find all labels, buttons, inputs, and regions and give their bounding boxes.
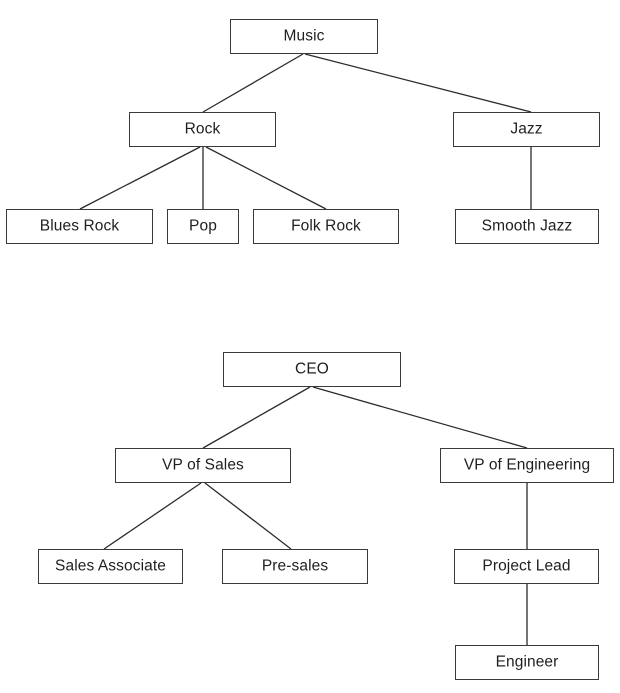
node-vp-sales[interactable]: VP of Sales — [115, 448, 291, 483]
node-label-rock: Rock — [184, 120, 221, 138]
node-project-lead[interactable]: Project Lead — [454, 549, 599, 584]
node-engineer[interactable]: Engineer — [455, 645, 599, 680]
node-label-blues-rock: Blues Rock — [39, 217, 120, 235]
node-rock[interactable]: Rock — [129, 112, 276, 147]
node-folk-rock[interactable]: Folk Rock — [253, 209, 399, 244]
edge-ceo-to-vp-engineering — [312, 386, 528, 449]
node-label-smooth-jazz: Smooth Jazz — [481, 217, 573, 235]
edge-music-to-rock — [202, 53, 304, 113]
node-sales-associate[interactable]: Sales Associate — [38, 549, 183, 584]
edge-ceo-to-vp-sales — [202, 386, 311, 449]
node-ceo[interactable]: CEO — [223, 352, 401, 387]
edge-music-to-jazz — [304, 53, 532, 113]
node-label-pop: Pop — [189, 217, 217, 235]
node-label-ceo: CEO — [295, 360, 329, 378]
edge-vp-sales-to-pre-sales — [204, 482, 292, 550]
node-pop[interactable]: Pop — [167, 209, 239, 244]
node-smooth-jazz[interactable]: Smooth Jazz — [455, 209, 599, 244]
node-vp-engineering[interactable]: VP of Engineering — [440, 448, 614, 483]
edge-rock-to-folk-rock — [205, 146, 327, 210]
node-blues-rock[interactable]: Blues Rock — [6, 209, 153, 244]
edge-vp-sales-to-sales-associate — [103, 482, 202, 550]
node-label-folk-rock: Folk Rock — [291, 217, 361, 235]
node-label-engineer: Engineer — [495, 653, 559, 671]
node-jazz[interactable]: Jazz — [453, 112, 600, 147]
node-label-jazz: Jazz — [510, 120, 543, 138]
node-music[interactable]: Music — [230, 19, 378, 54]
node-label-vp-engineering: VP of Engineering — [463, 456, 591, 474]
node-label-music: Music — [283, 27, 325, 45]
edge-rock-to-blues-rock — [79, 146, 201, 210]
node-pre-sales[interactable]: Pre-sales — [222, 549, 368, 584]
node-label-vp-sales: VP of Sales — [162, 456, 244, 474]
node-label-pre-sales: Pre-sales — [261, 557, 329, 575]
node-label-sales-associate: Sales Associate — [55, 557, 166, 575]
node-label-project-lead: Project Lead — [482, 557, 571, 575]
